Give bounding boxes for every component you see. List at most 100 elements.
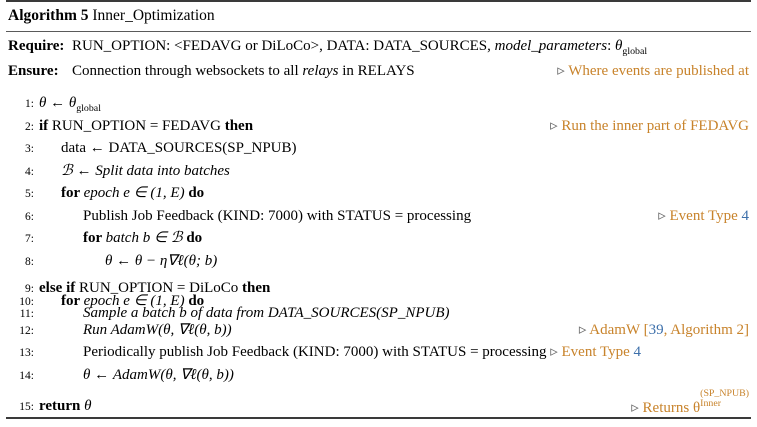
comment-citation[interactable]: 4	[633, 344, 642, 361]
step-number: 1:	[25, 98, 34, 111]
step-keyword-pre: for	[61, 292, 84, 309]
ensure-text-italic: relays	[302, 62, 339, 79]
step-keyword-post: do	[184, 185, 205, 202]
ensure-text-b: in RELAYS	[338, 62, 415, 79]
algorithm-name: Inner_Optimization	[92, 7, 215, 24]
step-number: 13:	[19, 347, 34, 360]
comment-superscript: (SP_NPUB)	[700, 388, 749, 400]
step-text: Sample a batch b of data from DATA_SOURC…	[39, 306, 450, 321]
step-text: if RUN_OPTION = FEDAVG then	[39, 115, 253, 138]
step-body: epoch e ∈ (1, E)	[83, 292, 185, 309]
step-number: 15:	[19, 401, 34, 414]
rule-bottom	[6, 417, 751, 419]
step-body: θ ← AdamW(θ, ∇ℓ(θ, b))	[83, 366, 234, 383]
step-text: for epoch e ∈ (1, E) do	[39, 292, 205, 309]
comment-text: Run the inner part of FEDAVG	[561, 117, 749, 134]
rule-top	[6, 0, 751, 2]
algorithm-step: 5: for epoch e ∈ (1, E) do	[8, 182, 749, 205]
step-number: 10:	[19, 295, 34, 308]
step-keyword-pre: return	[39, 398, 85, 415]
step-body: Sample a batch b of data from DATA_SOURC…	[83, 305, 450, 322]
comment-triangle-icon: ▹	[550, 344, 562, 361]
step-comment: ▹ Event Type 4	[550, 344, 641, 360]
rule-bottom-wrap	[6, 417, 751, 419]
step-keyword-pre: for	[83, 230, 106, 247]
step-keyword-pre: else if	[39, 280, 79, 297]
step-keyword-post: then	[220, 117, 254, 134]
ensure-text-a: Connection through websockets to all	[72, 62, 303, 79]
algorithm-step: 13: Periodically publish Job Feedback (KI…	[8, 341, 749, 364]
step-subscript: global	[76, 103, 101, 115]
algorithm-step: 8:θ ← θ − η∇ℓ(θ; b)	[8, 250, 749, 273]
ensure-comment-text: Where events are published at	[568, 62, 749, 79]
step-keyword-post: then	[238, 280, 271, 297]
algorithm-title: Algorithm 5 Inner_Optimization	[6, 2, 751, 31]
step-comment: ▹ Run the inner part of FEDAVG	[550, 115, 749, 138]
algorithm-step: 14:θ ← AdamW(θ, ∇ℓ(θ, b))	[8, 364, 749, 387]
comment-citation[interactable]: 39	[648, 321, 664, 338]
step-text: Publish Job Feedback (KIND: 7000) with S…	[39, 205, 471, 228]
step-body: epoch e ∈ (1, E)	[83, 185, 185, 202]
step-text: θ ← θglobal	[39, 92, 101, 117]
step-body: ℬ ← Split data into batches	[61, 162, 230, 179]
step-body: Periodically publish Job Feedback (KIND:…	[83, 344, 547, 361]
comment-text: Event Type	[669, 207, 742, 224]
step-comment: ▹ Event Type 4	[658, 205, 749, 228]
algorithm-step: 4: ℬ ← Split data into batches	[8, 160, 749, 183]
comment-subscript: Inner	[700, 398, 721, 410]
preconditions-section: Require:RUN_OPTION: <FEDAVG or DiLoCo>, …	[6, 32, 751, 84]
algorithm-step: 3: data ← DATA_SOURCES(SP_NPUB)	[8, 137, 749, 160]
step-number: 4:	[25, 165, 34, 178]
step-text: for epoch e ∈ (1, E) do	[39, 182, 204, 205]
comment-text-post: , Algorithm 2]	[663, 321, 749, 338]
step-keyword-post: do	[184, 292, 205, 309]
algorithm-step: 10: for epoch e ∈ (1, E) do	[8, 292, 749, 309]
rule-under-title	[6, 31, 751, 33]
step-number: 7:	[25, 233, 34, 246]
step-gap	[8, 386, 749, 395]
comment-triangle-icon: ▹	[631, 400, 643, 417]
require-theta-symbol: θ	[615, 38, 623, 55]
step-number: 5:	[25, 188, 34, 201]
require-text-italic: model_parameters	[494, 38, 608, 55]
step-body: RUN_OPTION = DiLoCo	[78, 280, 239, 297]
algorithm-step: 1: θ ← θglobal	[8, 92, 749, 115]
ensure-line: Ensure: Connection through websockets to …	[8, 60, 749, 83]
require-text-b: :	[607, 38, 616, 55]
algorithm-label: Algorithm 5	[8, 7, 89, 24]
step-text: Run AdamW(θ, ∇ℓ(θ, b))	[39, 319, 232, 342]
step-text: else if RUN_OPTION = DiLoCo then	[39, 281, 270, 296]
comment-text: Event Type	[561, 344, 634, 361]
algorithm-step: 7: for batch b ∈ ℬ do	[8, 227, 749, 250]
algorithm-step: 11: Sample a batch b of data from DATA_SO…	[8, 306, 749, 321]
step-text: Periodically publish Job Feedback (KIND:…	[39, 341, 641, 364]
comment-text: Returns θ	[642, 400, 701, 417]
step-keyword-post: do	[182, 230, 203, 247]
step-number: 3:	[25, 143, 34, 156]
step-text: for batch b ∈ ℬ do	[39, 227, 202, 250]
algorithm-step: 2:if RUN_OPTION = FEDAVG then▹ Run the i…	[8, 115, 749, 138]
step-comment: ▹ Returns θ(SP_NPUB)Inner	[631, 389, 749, 419]
comment-triangle-icon: ▹	[557, 62, 565, 79]
algorithm-step: 6: Publish Job Feedback (KIND: 7000) with…	[8, 205, 749, 228]
algorithm-step: 9: else if RUN_OPTION = DiLoCo then	[8, 281, 749, 296]
step-keyword-pre: for	[61, 185, 84, 202]
comment-triangle-icon: ▹	[550, 117, 562, 134]
algorithm-step: 15: return θ ▹ Returns θ(SP_NPUB)Inner	[8, 389, 749, 419]
step-number: 6:	[25, 210, 34, 223]
step-number: 9:	[25, 283, 34, 296]
step-text: θ ← θ − η∇ℓ(θ; b)	[39, 250, 217, 273]
step-body: RUN_OPTION = FEDAVG	[51, 117, 221, 134]
step-text: data ← DATA_SOURCES(SP_NPUB)	[39, 137, 297, 160]
require-line: Require:RUN_OPTION: <FEDAVG or DiLoCo>, …	[8, 35, 749, 59]
require-theta-subscript: global	[622, 46, 648, 58]
step-body: batch b ∈ ℬ	[105, 230, 183, 247]
comment-text-pre: AdamW [	[589, 321, 649, 338]
step-number: 11:	[19, 308, 34, 321]
comment-citation[interactable]: 4	[741, 207, 750, 224]
comment-theta-script: (SP_NPUB)Inner	[700, 389, 749, 415]
ensure-label: Ensure:	[8, 62, 59, 79]
step-text: return θ	[39, 395, 92, 418]
algorithm-step: 12:Run AdamW(θ, ∇ℓ(θ, b))▹ AdamW [39, Al…	[8, 319, 749, 342]
